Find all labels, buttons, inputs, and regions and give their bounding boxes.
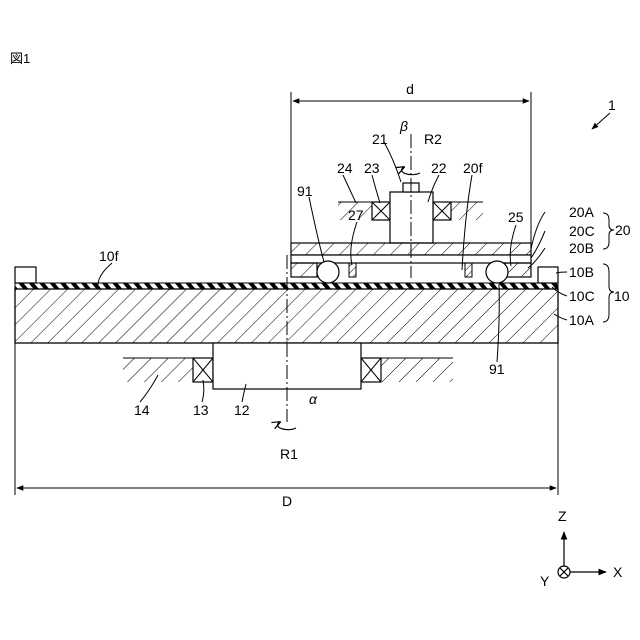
label-13: 13 — [193, 402, 209, 418]
label-12: 12 — [234, 402, 250, 418]
label-20B: 20B — [569, 240, 594, 256]
ball-91-right — [486, 261, 508, 283]
assembly-leader — [592, 113, 610, 129]
label-10: 10 — [614, 288, 630, 304]
rotation-R1-icon — [278, 422, 296, 430]
label-alpha: α — [309, 391, 318, 407]
label-R1: R1 — [280, 446, 298, 462]
label-24: 24 — [337, 160, 353, 176]
brace-10 — [603, 264, 614, 322]
label-20A: 20A — [569, 204, 595, 220]
label-assembly: 1 — [608, 97, 616, 113]
ball-91-left — [317, 261, 339, 283]
label-axis-Z: Z — [558, 508, 567, 524]
label-22: 22 — [431, 160, 447, 176]
label-10f: 10f — [99, 248, 119, 264]
label-axis-X: X — [613, 564, 623, 580]
label-21: 21 — [372, 131, 388, 147]
label-beta: β — [399, 118, 408, 134]
label-axis-Y: Y — [540, 573, 550, 589]
brace-20 — [603, 213, 614, 249]
label-10A: 10A — [569, 312, 595, 328]
label-91-top: 91 — [297, 183, 313, 199]
label-d: d — [406, 81, 414, 97]
label-20: 20 — [615, 222, 631, 238]
label-20C: 20C — [569, 223, 595, 239]
label-10B: 10B — [569, 264, 594, 280]
label-27: 27 — [348, 207, 364, 223]
label-D: D — [282, 493, 292, 509]
label-14: 14 — [134, 402, 150, 418]
coordinate-axes — [558, 532, 606, 578]
label-23: 23 — [364, 160, 380, 176]
label-10C: 10C — [569, 288, 595, 304]
label-91-bottom: 91 — [489, 361, 505, 377]
label-25: 25 — [508, 209, 524, 225]
label-R2: R2 — [424, 131, 442, 147]
label-20f: 20f — [463, 160, 483, 176]
